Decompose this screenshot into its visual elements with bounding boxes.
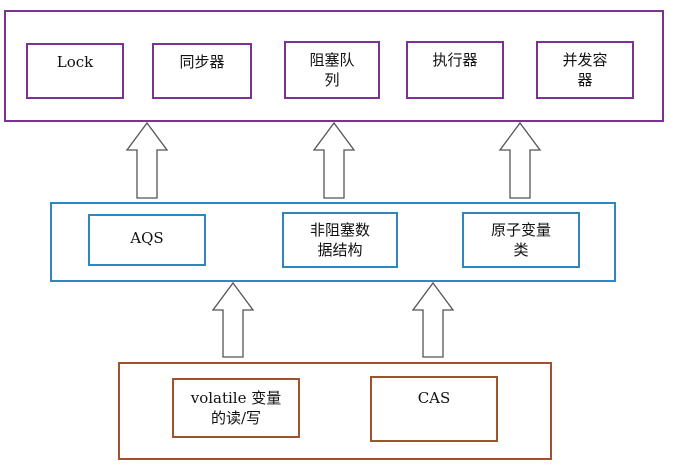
lock-label: Lock xyxy=(56,53,94,71)
volatile-read-write-label: volatile 变量 的读/写 xyxy=(190,389,282,427)
blocking-queue-box: 阻塞队 列 xyxy=(284,41,380,99)
arrow-nonblocking-to-top-icon xyxy=(312,121,356,199)
blocking-queue-label: 阻塞队 列 xyxy=(309,51,355,89)
concurrent-container-box: 并发容 器 xyxy=(536,41,634,99)
non-blocking-data-structure-box: 非阻塞数 据结构 xyxy=(282,212,398,268)
arrow-cas-to-middle-icon xyxy=(411,281,455,358)
arrow-atomic-to-top-icon xyxy=(498,121,542,199)
aqs-box: AQS xyxy=(88,214,206,266)
non-blocking-data-structure-label: 非阻塞数 据结构 xyxy=(309,221,370,259)
executor-box: 执行器 xyxy=(406,41,504,99)
arrow-volatile-to-middle-icon xyxy=(211,281,255,358)
arrow-aqs-to-top-icon xyxy=(125,121,169,199)
atomic-variable-label: 原子变量 类 xyxy=(490,221,551,259)
synchronizer-label: 同步器 xyxy=(179,53,225,71)
aqs-label: AQS xyxy=(130,229,164,247)
atomic-variable-box: 原子变量 类 xyxy=(462,212,580,268)
cas-box: CAS xyxy=(370,376,498,442)
volatile-read-write-box: volatile 变量 的读/写 xyxy=(172,378,300,438)
lock-box: Lock xyxy=(26,43,124,99)
cas-label: CAS xyxy=(417,389,451,407)
synchronizer-box: 同步器 xyxy=(152,43,252,99)
concurrent-container-label: 并发容 器 xyxy=(562,51,608,89)
executor-label: 执行器 xyxy=(432,51,478,69)
